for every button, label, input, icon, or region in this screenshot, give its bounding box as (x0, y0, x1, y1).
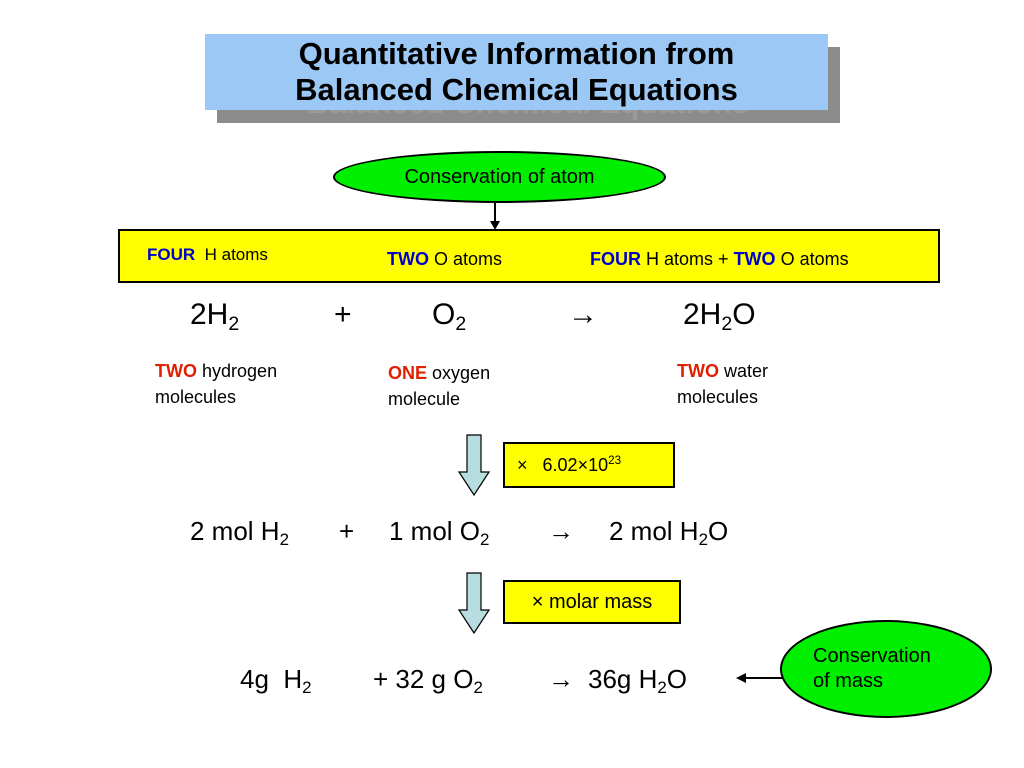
conservation-of-atom-label: Conservation of atom (404, 165, 595, 188)
molar-mass-text: × molar mass (531, 590, 653, 613)
water-molecule-label: TWO water molecules (677, 361, 769, 407)
eq3-hydrogen: 4g H2 (240, 664, 312, 698)
avogadro-box: × 6.02×1023 (503, 442, 675, 488)
product-h-count-word: FOUR (590, 249, 641, 269)
eq3-water: 36g H2O (588, 664, 688, 698)
title-line-1: Quantitative Information from (298, 36, 735, 71)
o-atoms-text: O atoms (434, 249, 503, 269)
product-o-text: O atoms (780, 249, 849, 269)
h-atoms-text: H atoms (204, 245, 268, 264)
o-count-word: TWO (387, 249, 429, 269)
eq3-arrow: → (548, 664, 574, 694)
eq2-water: 2 mol H2O (609, 516, 729, 550)
page-title: Quantitative Information from Balanced C… (205, 34, 828, 110)
left-arrow-icon (736, 673, 784, 683)
product-atoms: FOUR H atoms + TWO O atoms (590, 249, 849, 270)
h-atoms-left: FOUR H atoms (147, 245, 268, 265)
down-arrow-icon (490, 203, 500, 230)
eq1-arrow: → (568, 298, 598, 331)
eq1-plus: + (334, 298, 352, 331)
title-line-2: Balanced Chemical Equations (295, 72, 738, 107)
eq2-oxygen: 1 mol O2 (389, 516, 490, 550)
eq1-hydrogen: 2H2 (190, 298, 240, 335)
product-h-text: H atoms + (646, 249, 729, 269)
eq1-water: 2H2O (683, 298, 756, 335)
molar-mass-box: × molar mass (503, 580, 681, 624)
o2-molecule-label: ONE oxygen molecule (388, 363, 491, 409)
h2-molecule-label: TWO hydrogen molecules (155, 361, 278, 407)
eq2-arrow: → (548, 516, 574, 546)
eq2-plus: + (339, 516, 355, 546)
block-down-arrow-icon-2 (458, 572, 490, 634)
block-down-arrow-icon-1 (458, 434, 490, 496)
conservation-of-atom-oval: Conservation of atom (333, 151, 666, 203)
eq3-oxygen: + 32 g O2 (373, 664, 483, 698)
h-count-word: FOUR (147, 245, 196, 264)
avogadro-text: × 6.02×1023 (517, 453, 622, 475)
conservation-of-mass-label: Conservation of mass (813, 645, 931, 692)
o-atoms-mid: TWO O atoms (387, 249, 502, 270)
eq1-oxygen: O2 (432, 298, 467, 335)
eq2-hydrogen: 2 mol H2 (190, 516, 289, 550)
conservation-of-mass-oval: Conservation of mass (780, 620, 992, 718)
atom-count-bar: FOUR H atoms TWO O atoms FOUR H atoms + … (118, 229, 940, 283)
product-o-count-word: TWO (733, 249, 776, 269)
